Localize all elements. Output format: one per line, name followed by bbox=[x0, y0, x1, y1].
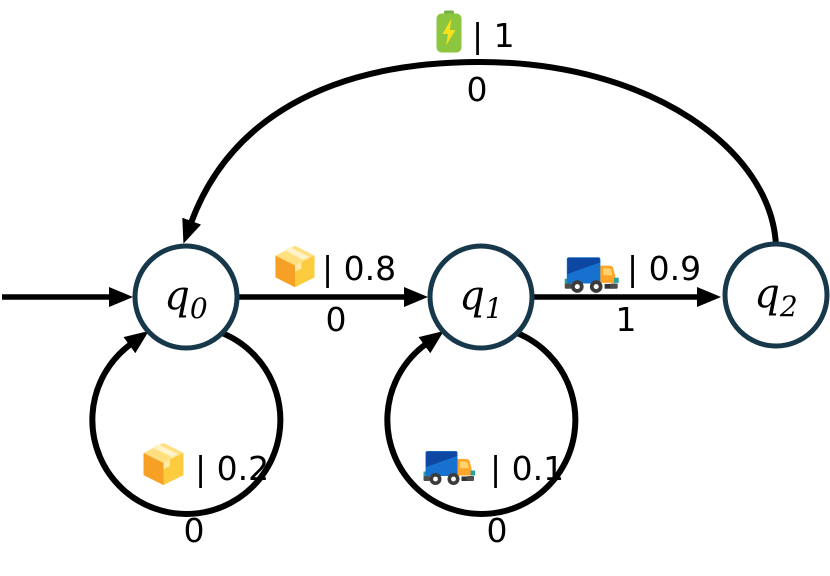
edge-q0-q1-observation-label: | 0.8 bbox=[322, 249, 396, 288]
state-circle-q2 bbox=[722, 241, 830, 349]
battery-icon bbox=[436, 10, 462, 53]
state-q2-subscript: 2 bbox=[779, 290, 798, 323]
state-label-q1: q1 bbox=[459, 273, 502, 325]
self-loop-q1-observation-label: | 0.1 bbox=[490, 449, 564, 488]
state-label-q0: q0 bbox=[164, 273, 207, 325]
state-q0-base: q bbox=[164, 273, 190, 319]
self-loop-q0-input-label: 0 bbox=[184, 511, 205, 550]
package-icon bbox=[275, 245, 315, 288]
edge-q1-q2-input-label: 1 bbox=[616, 300, 637, 339]
state-q0-subscript: 0 bbox=[190, 292, 208, 325]
edge-q2-q0 bbox=[182, 58, 779, 247]
state-q0: q0 bbox=[132, 243, 240, 351]
package-icon bbox=[143, 442, 184, 486]
state-q2: q2 bbox=[722, 241, 830, 349]
edge-q1-q2-observation-label: | 0.9 bbox=[627, 249, 701, 288]
state-q1-subscript: 1 bbox=[485, 292, 503, 325]
state-label-q2: q2 bbox=[754, 271, 797, 323]
truck-icon bbox=[564, 257, 619, 293]
self-loop-q0 bbox=[89, 330, 284, 517]
state-q2-base: q bbox=[754, 271, 780, 317]
state-circle-q0 bbox=[132, 243, 240, 351]
state-q1: q1 bbox=[427, 243, 535, 351]
self-loop-q0-observation-label: | 0.2 bbox=[195, 449, 269, 488]
self-loop-q1-input-label: 0 bbox=[487, 511, 508, 550]
self-loop-q1 bbox=[384, 330, 579, 517]
edge-q2-q0-observation-label: | 1 bbox=[472, 16, 515, 55]
truck-icon bbox=[423, 451, 475, 485]
state-circle-q1 bbox=[427, 243, 535, 351]
edge-q0-q1-input-label: 0 bbox=[326, 300, 347, 339]
state-q1-base: q bbox=[459, 273, 485, 319]
edge-q2-q0-input-label: 0 bbox=[467, 70, 488, 109]
